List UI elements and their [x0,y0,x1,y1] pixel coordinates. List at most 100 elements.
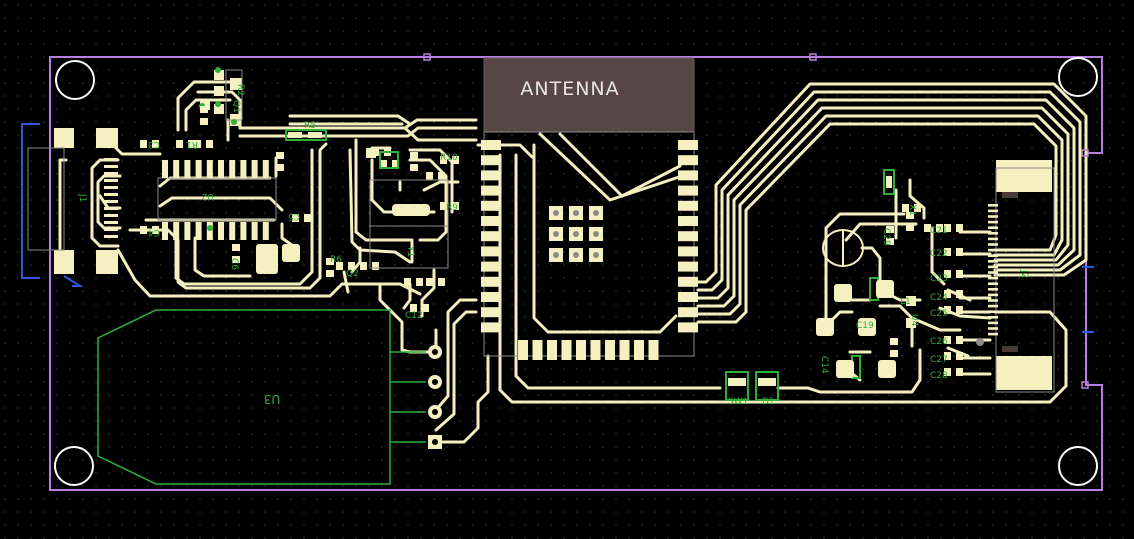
label-c23: C23 [930,274,948,284]
smd-pad [426,278,433,286]
smd-pad [944,290,951,298]
smd-pad [200,106,208,113]
label-r6: R6 [330,255,342,265]
ic-u2-pad-bottom [162,222,168,240]
usb-signal-pin [104,165,118,168]
ic-u2-pad-top [218,160,224,178]
label-r2: R2 [235,84,245,96]
module-pads [481,140,698,360]
module-pad-right [678,231,698,242]
outline-markers [423,53,1089,389]
label-l1: L1 [900,297,911,307]
smd-pad [380,160,387,168]
smd-pad [924,224,931,232]
smd-pad [944,270,951,278]
smd-pad [956,368,963,376]
module-pad-left [481,216,501,226]
smd-pad [360,262,367,270]
mounting-hole-bottom-left [54,446,94,486]
smd-pad [956,336,963,344]
smd-pad [944,336,951,344]
copper-traces [58,80,1088,444]
connector-j2-pin [988,226,998,229]
label-c26: C26 [930,337,948,347]
smd-pad [392,160,399,168]
connector-j2-pin [988,304,998,308]
thermal-via [593,252,599,258]
antenna-keepout: ANTENNA [483,57,695,133]
usb-signal-pin [104,235,118,238]
ic-u2 [157,160,277,240]
ic-u2-pad-bottom [184,222,191,240]
thermal-via [573,210,579,216]
smd-pad [410,304,417,312]
smd-pad [944,306,951,314]
usb-signal-pin [104,193,118,196]
module-pad-right [678,292,698,302]
smd-pad [336,262,343,270]
smd-pad [956,224,963,232]
usb-keepout-outline [21,123,84,287]
connector-j2-pin [988,237,998,241]
smd-pad [914,204,921,212]
connector-j2-pin [988,204,998,207]
ic-u2-pad-top [206,160,213,178]
label-c27: C27 [930,355,948,365]
usb-connector-j1 [27,128,118,274]
smd-pad [232,256,240,263]
connector-j2-pin [988,288,998,291]
label-r10: R10 [440,153,458,163]
label-j2: J2 [1019,269,1029,278]
ic-u2-pad-bottom [240,222,247,240]
connector-j2-pin [988,232,998,235]
smd-pad [348,262,355,270]
mounting-holes [54,57,1098,486]
label-c6: C6 [229,258,239,270]
module-pad-bottom [576,340,586,360]
smd-pad [232,244,240,251]
module-pad-right [678,216,698,226]
label-c12: C12 [405,311,423,321]
component-u3-outline [97,309,426,485]
connector-j2-pin [988,276,998,280]
antenna-label: ANTENNA [520,78,619,100]
module-pad-left [481,307,501,318]
mounting-hole-bottom-right [1058,446,1098,486]
module-thermal-pads [549,206,603,262]
usb-signal-pin [104,214,118,217]
smd-pad [276,164,284,171]
ic-u2-pad-top [251,160,258,178]
smd-pad [422,304,429,312]
module-pad-left [481,200,501,211]
module-pad-bottom [619,340,630,360]
smd-pad [886,226,894,233]
label-c3: C3 [148,139,160,149]
label-c28: C28 [930,371,948,381]
thermal-via [573,231,579,237]
module-pad-right [678,155,698,166]
module-pad-bottom [605,340,615,360]
module-pad-right [678,246,698,257]
usb-signal-pin [104,200,118,203]
module-pad-left [481,322,501,333]
smd-pad [440,156,447,164]
connector-j2-pin [988,316,998,319]
connector-j2-pin [988,299,998,302]
connector-j2-pin [988,215,998,218]
connector-j2-pin [988,310,998,313]
smd-passives [140,106,963,376]
thermal-via [593,210,599,216]
smd-pad [276,152,284,159]
connector-j2-pin [988,271,998,274]
module-pad-right [678,261,698,272]
module-pad-left [481,185,501,196]
ic-u2-pad-top [173,160,180,178]
smd-pad [944,224,951,232]
smd-pad [372,262,379,270]
thermal-via [553,210,559,216]
label-x1: X1 [907,204,917,216]
module-pad-left [481,292,501,302]
connector-j2-pin [988,293,998,297]
connector-j2-pin [988,282,998,285]
